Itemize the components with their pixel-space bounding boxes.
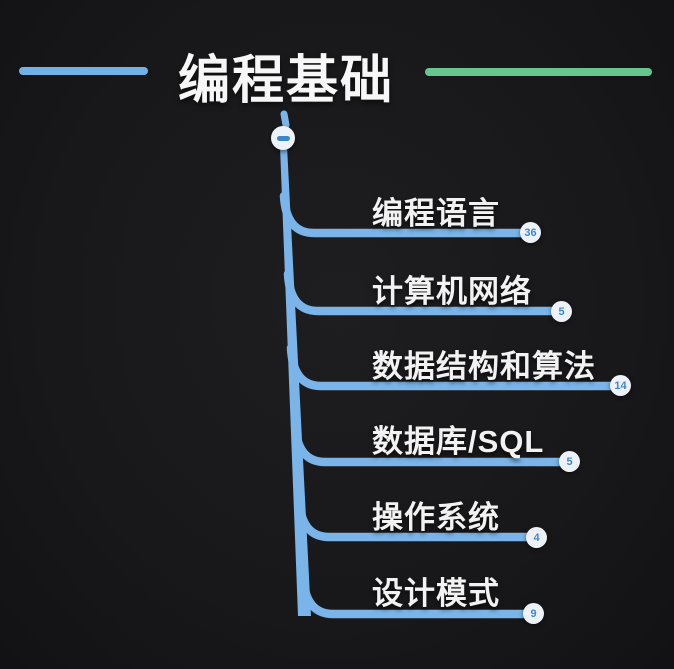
branch-node-database-sql[interactable]: 数据库/SQL — [372, 424, 545, 459]
branch-node-data-structures-algorithms[interactable]: 数据结构和算法 — [372, 349, 596, 384]
collapse-button[interactable] — [271, 126, 295, 150]
child-count-badge[interactable]: 5 — [559, 451, 580, 472]
root-connector-stub — [280, 110, 290, 129]
child-count-badge[interactable]: 36 — [520, 222, 541, 243]
child-count-badge[interactable]: 5 — [551, 301, 572, 322]
branch-line-6 — [298, 571, 529, 619]
branch-node-design-patterns[interactable]: 设计模式 — [372, 576, 500, 611]
map-title[interactable]: 编程基础 — [177, 52, 395, 110]
collapse-minus-icon — [276, 135, 290, 141]
branch-line-2 — [283, 269, 558, 316]
branch-node-programming-languages[interactable]: 编程语言 — [372, 196, 500, 231]
branch-line-4 — [290, 419, 565, 467]
title-underline-green — [425, 68, 652, 76]
child-count-badge[interactable]: 14 — [610, 375, 631, 396]
child-count-badge[interactable]: 9 — [523, 603, 544, 624]
branch-node-operating-systems[interactable]: 操作系统 — [372, 500, 500, 535]
trunk-line — [280, 146, 311, 616]
branch-line-5 — [294, 494, 532, 542]
branch-node-computer-networks[interactable]: 计算机网络 — [372, 274, 532, 309]
branch-line-3 — [286, 343, 616, 391]
branch-line-1 — [279, 191, 527, 238]
child-count-badge[interactable]: 4 — [526, 527, 547, 548]
title-underline-blue — [19, 67, 148, 75]
